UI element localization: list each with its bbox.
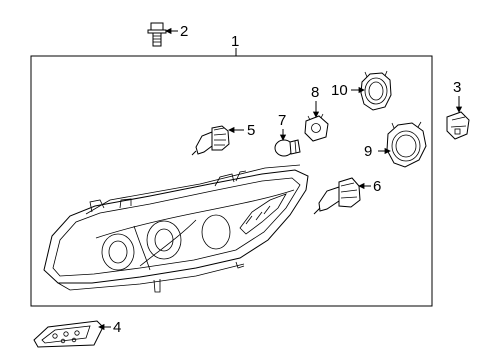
ring-cap-part-10 [360,70,392,111]
callout-3: 3 [453,79,461,96]
socket-part-8 [304,113,329,142]
callout-1: 1 [231,33,239,50]
callout-7: 7 [278,112,286,129]
bolt-part-2 [147,22,167,47]
callout-6: 6 [373,178,381,195]
arrow-7 [279,134,287,141]
bulb-part-6 [313,177,361,215]
callout-9: 9 [364,143,372,160]
callout-5: 5 [247,122,255,139]
callout-4: 4 [113,319,121,336]
arrow-6 [358,182,365,190]
bulb-part-5 [191,125,230,156]
clip-part-3 [446,111,470,140]
callout-10: 10 [331,82,348,99]
assembly-frame [30,55,433,307]
arrow-8 [312,111,320,118]
ring-cap-part-9 [386,121,427,168]
arrow-9 [384,147,391,155]
arrow-4 [98,323,105,331]
arrow-5 [228,126,235,134]
headlamp-housing [43,164,309,293]
callout-8: 8 [311,84,319,101]
arrow-3 [455,106,463,113]
bulb-part-7 [274,139,301,157]
callout-2: 2 [180,23,188,40]
arrow-10 [358,86,365,94]
bracket-part-4 [33,320,104,348]
arrow-2 [165,27,172,35]
